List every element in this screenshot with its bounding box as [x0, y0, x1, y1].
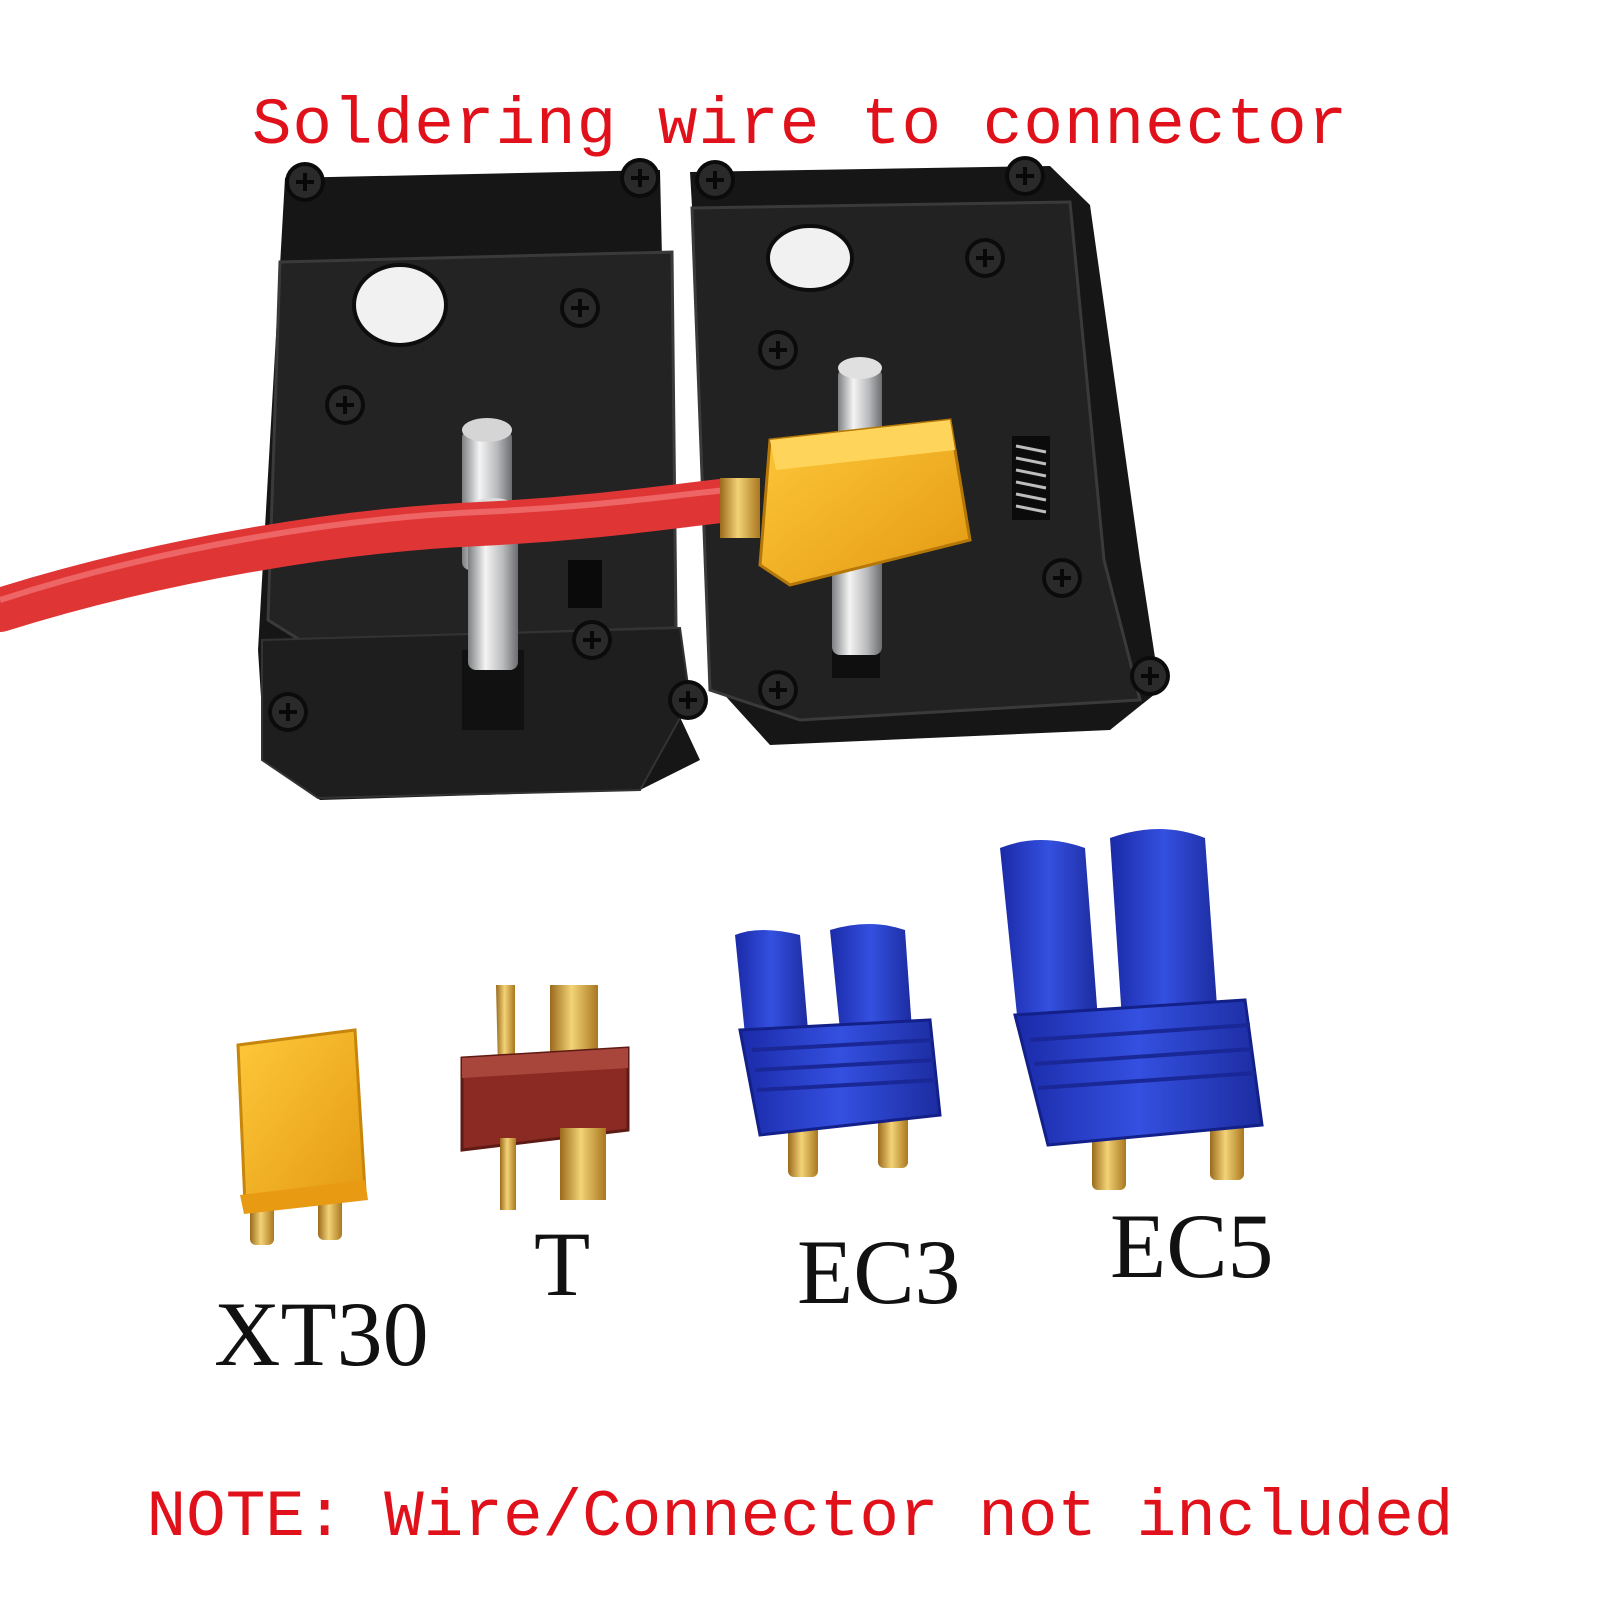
label-ec3: EC3 [797, 1221, 961, 1323]
ec5-connector [1000, 829, 1264, 1190]
xt30-connector-in-jig [720, 418, 972, 587]
label-ec5: EC5 [1110, 1195, 1274, 1297]
label-t: T [534, 1213, 591, 1315]
caption-top: Soldering wire to connector [251, 88, 1349, 163]
ec3-connector [735, 924, 942, 1177]
soldering-jig-left [258, 158, 708, 800]
t-deans-connector [460, 985, 630, 1210]
xt30-connector [236, 1028, 368, 1245]
caption-note: NOTE: Wire/Connector not included [146, 1480, 1454, 1555]
label-xt30: XT30 [214, 1283, 429, 1385]
red-wire [0, 478, 752, 632]
